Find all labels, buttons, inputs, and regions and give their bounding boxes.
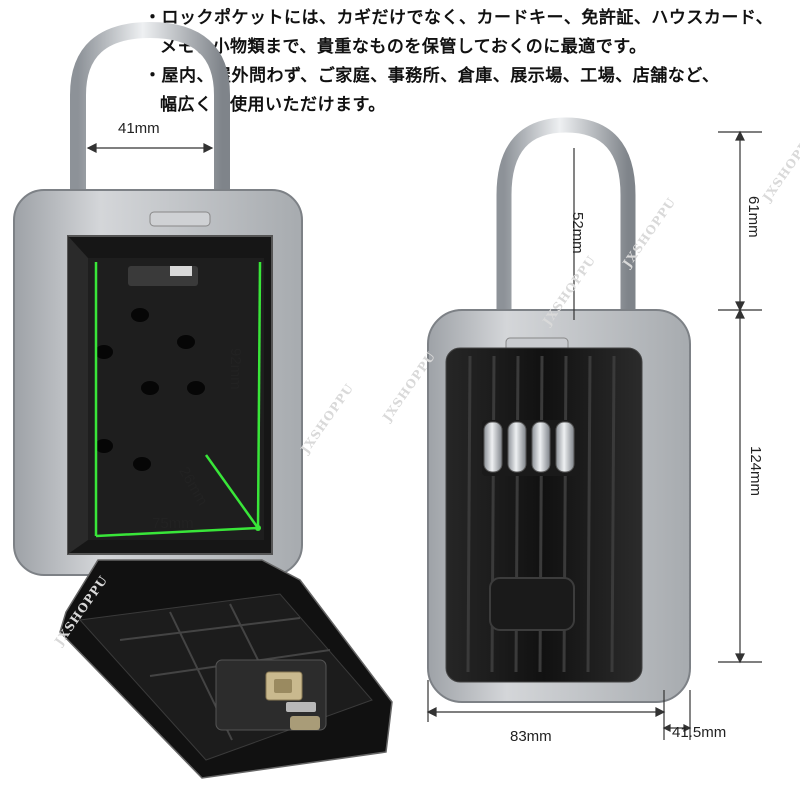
label-body-depth: 41.5mm (672, 724, 727, 741)
open-lockbox (13, 21, 393, 779)
combination-dials (482, 420, 580, 476)
label-shackle-width: 41mm (118, 120, 160, 137)
label-shackle-height: 61mm (745, 196, 762, 238)
bullet-1-line-1: ・ロックポケットには、カギだけでなく、カードキー、免許証、ハウスカード、 (144, 8, 774, 28)
label-body-width: 83mm (510, 728, 552, 745)
label-body-height: 124mm (747, 446, 764, 497)
release-button (489, 577, 575, 631)
inner-width-line (95, 526, 259, 538)
closed-lockbox (427, 117, 691, 703)
open-lockbox-shackle (70, 21, 230, 223)
inner-depth-line (204, 454, 260, 529)
closed-lockbox-shackle (496, 117, 636, 338)
bullet-2-line-1: ・屋内、屋外問わず、ご家庭、事務所、倉庫、展示場、工場、店舗など、 (144, 66, 720, 86)
label-inner-height: 92mm (227, 348, 244, 390)
label-shackle-height-inner: 52mm (569, 212, 586, 254)
inner-height-line (256, 261, 262, 529)
label-inner-width: 75mm (152, 515, 194, 532)
lid-dial-mechanism (215, 659, 327, 731)
right-dimension-lines (426, 130, 762, 740)
shackle-width-dimension (86, 143, 214, 153)
bullet-1-line-2: メモ、小物類まで、貴重なものを保管しておくのに最適です。 (160, 37, 647, 57)
